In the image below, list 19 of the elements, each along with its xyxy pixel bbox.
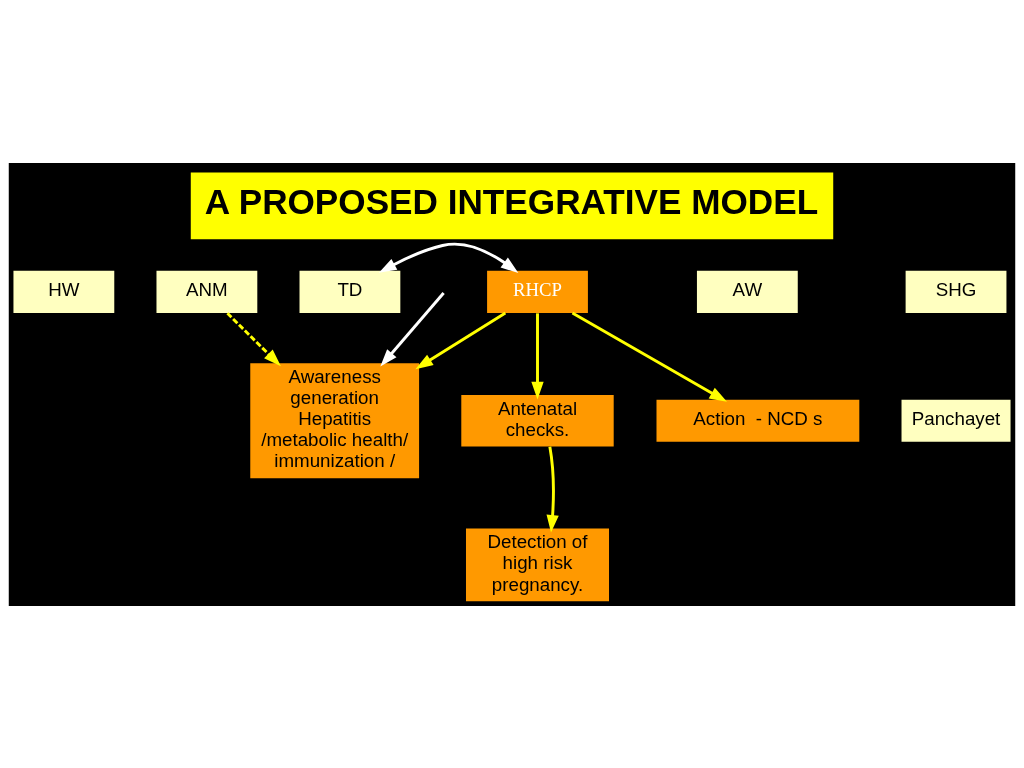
node-box: RHCP [487,270,588,313]
arrow [226,311,281,366]
node-box: Action - NCD s [656,399,860,442]
node-box: Panchayet [901,399,1011,442]
node-box: Detection of high risk pregnancy. [466,528,609,601]
diagram-title: A PROPOSED INTEGRATIVE MODEL [204,181,819,221]
arrow [415,311,507,369]
arrow [531,312,544,399]
node-box: SHG [905,270,1007,313]
node-box: TD [299,270,401,313]
node-box: Awareness generation Hepatitis /metabolic health/ immunization / [250,362,420,478]
arrow [571,311,727,402]
node-box: ANM [156,270,258,313]
node-box: HW [13,270,115,313]
arrow [380,291,445,367]
node-box: AW [696,270,798,313]
node-box: Antenatal checks. [461,394,614,447]
arrow [546,445,559,533]
arrow [378,242,519,273]
